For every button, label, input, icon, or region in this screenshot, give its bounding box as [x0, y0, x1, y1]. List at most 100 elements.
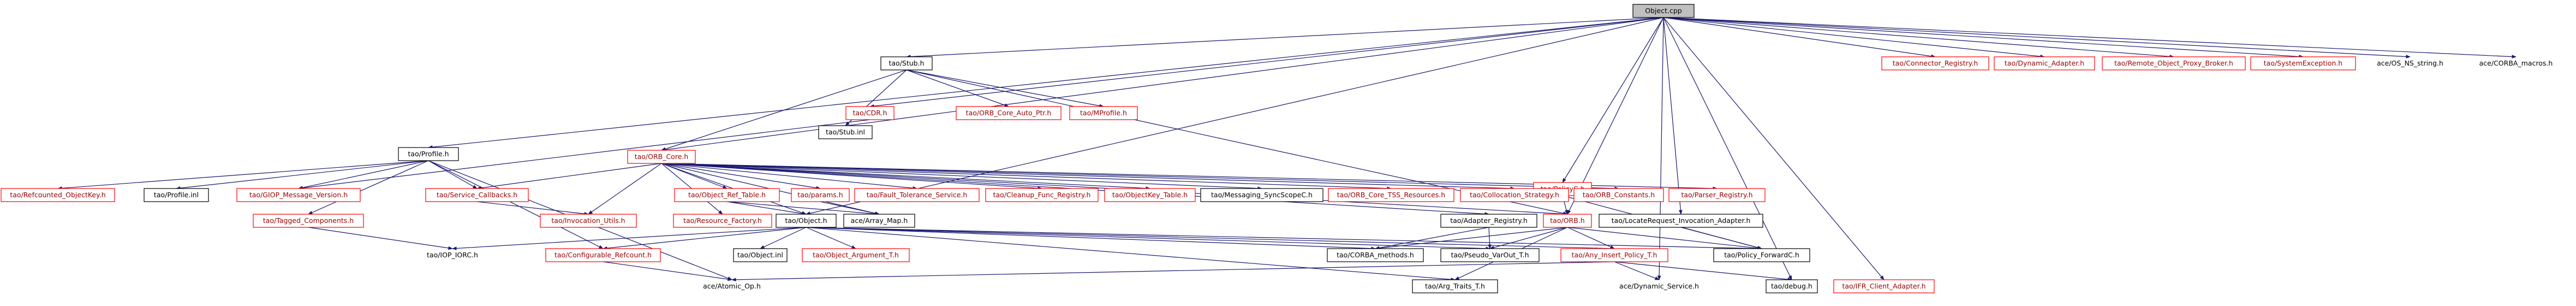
edge — [1562, 17, 1664, 183]
node-collocation-strategy-h[interactable]: tao/Collocation_Strategy.h — [1460, 188, 1569, 202]
node-atomic-op-h[interactable]: ace/Atomic_Op.h — [696, 280, 767, 293]
node-object-argument-t-h[interactable]: tao/Object_Argument_T.h — [802, 248, 910, 262]
node-object-cpp[interactable]: Object.cpp — [1632, 4, 1695, 18]
node-resource-factory-h[interactable]: tao/Resource_Factory.h — [673, 214, 772, 228]
edge-object_cpp-to-object_h — [806, 17, 1664, 215]
node-object-inl[interactable]: tao/Object.inl — [733, 248, 788, 262]
edge — [298, 160, 429, 190]
node-stub-inl[interactable]: tao/Stub.inl — [818, 125, 873, 139]
edge-object_cpp-to-stub_h — [906, 17, 1664, 58]
edge — [1614, 261, 1660, 280]
edge-object_h-to-policy_forward_h — [806, 227, 1762, 251]
edge — [806, 227, 1615, 251]
edge-stub_h-to-orb_h — [906, 69, 1568, 215]
node-refcounted-objectkey-h[interactable]: tao/Refcounted_ObjectKey.h — [1, 188, 115, 202]
edge — [806, 17, 1664, 215]
edge-object_cpp-to-connector_registry_h — [1663, 17, 1936, 58]
node-cdr-h[interactable]: tao/CDR.h — [845, 106, 895, 120]
edge-orb_core_h-to-object_ref_table_h — [661, 163, 728, 189]
node-connector-registry-h[interactable]: tao/Connector_Registry.h — [1881, 56, 1989, 70]
node-ifr-client-adapter-h[interactable]: tao/IFR_Client_Adapter.h — [1833, 279, 1935, 293]
node-any-insert-policy-t-h[interactable]: tao/Any_Insert_Policy_T.h — [1560, 248, 1668, 262]
node-stub-h[interactable]: tao/Stub.h — [880, 56, 933, 70]
node-orb-core-auto-ptr-h[interactable]: tao/ORB_Core_Auto_Ptr.h — [956, 106, 1062, 120]
node-pseudo-varout-t-h[interactable]: tao/Pseudo_VarOut_T.h — [1440, 248, 1540, 262]
edge — [906, 17, 1664, 58]
node-orb-h[interactable]: tao/ORB.h — [1543, 214, 1592, 228]
edge — [661, 163, 1515, 191]
node-ace-corba-macros-h[interactable]: ace/CORBA_macros.h — [2462, 57, 2569, 70]
edge-stub_h-to-mprofile_h — [906, 69, 1104, 108]
node-giop-message-version-h[interactable]: tao/GIOP_Message_Version.h — [236, 188, 361, 202]
node-objectkey-table-h[interactable]: tao/ObjectKey_Table.h — [1104, 188, 1196, 202]
node-label: tao/Object_Argument_T.h — [813, 251, 899, 259]
edge-orb_core_h-to-invocation_utils_h — [588, 163, 662, 215]
node-object-ref-table-h[interactable]: tao/Object_Ref_Table.h — [674, 188, 780, 202]
edge-object_cpp-to-debug_h — [1663, 17, 1792, 280]
node-corba-methods-h[interactable]: tao/CORBA_methods.h — [1327, 248, 1424, 262]
node-label: ace/Atomic_Op.h — [703, 282, 761, 290]
node-array-map-h[interactable]: ace/Array_Map.h — [843, 214, 915, 228]
edge — [1375, 227, 1489, 250]
node-messaging-syncscopec-h[interactable]: tao/Messaging_SyncScopeC.h — [1200, 188, 1323, 202]
node-ace-dynamic-service-h[interactable]: ace/Dynamic_Service.h — [1610, 280, 1708, 293]
node-label: tao/Connector_Registry.h — [1893, 59, 1978, 67]
node-label: tao/Object.inl — [737, 251, 783, 259]
edge — [1663, 17, 1885, 280]
edge-object_cpp-to-ifr_client_adapter_h — [1663, 17, 1885, 280]
node-profile-inl[interactable]: tao/Profile.inl — [144, 188, 209, 202]
node-ace-os-ns-string-h[interactable]: ace/OS_NS_string.h — [2363, 57, 2457, 70]
edge — [806, 227, 1762, 251]
edge-object_cpp-to-ace_corba_macros_h — [1663, 17, 2517, 59]
node-locaterequest-invocation-adapter-h[interactable]: tao/LocateRequest_Invocation_Adapter.h — [1599, 214, 1763, 228]
node-profile-h[interactable]: tao/Profile.h — [398, 147, 459, 161]
node-object-h[interactable]: tao/Object.h — [776, 214, 837, 228]
edge — [806, 227, 1376, 251]
edge-configurable_refcount_h-to-atomic_op_h — [603, 261, 732, 281]
node-configurable-refcount-h[interactable]: tao/Configurable_Refcount.h — [545, 248, 661, 262]
node-dynamic-adapter-h[interactable]: tao/Dynamic_Adapter.h — [1994, 56, 2095, 70]
node-parser-registry-h[interactable]: tao/Parser_Registry.h — [1668, 188, 1766, 202]
edge — [603, 227, 807, 250]
node-orb-constants-h[interactable]: tao/ORB_Constants.h — [1573, 188, 1664, 202]
node-arg-traits-t-h[interactable]: tao/Arg_Traits_T.h — [1412, 279, 1498, 293]
node-iop-iorc-h[interactable]: tao/IOP_IORC.h — [422, 249, 482, 262]
node-tagged-components-h[interactable]: tao/Tagged_Components.h — [253, 214, 364, 228]
node-label: tao/ORB_Core_TSS_Resources.h — [1337, 191, 1445, 199]
edge — [1567, 17, 1664, 215]
node-label: tao/Invocation_Utils.h — [551, 216, 625, 225]
node-cleanup-func-registry-h[interactable]: tao/Cleanup_Func_Registry.h — [985, 188, 1099, 202]
node-label: tao/ORB.h — [1550, 216, 1584, 225]
node-orb-core-h[interactable]: tao/ORB_Core.h — [627, 150, 696, 164]
edge — [661, 163, 821, 190]
edge — [661, 163, 728, 189]
node-label: tao/Dynamic_Adapter.h — [2005, 59, 2084, 67]
node-adapter-registry-h[interactable]: tao/Adapter_Registry.h — [1440, 214, 1537, 228]
edge-object_h-to-pseudo_varout_t_h — [806, 227, 1490, 251]
node-policy-forward-h[interactable]: tao/Policy_ForwardC.h — [1713, 248, 1810, 262]
node-label: tao/ORB_Core.h — [635, 152, 689, 161]
node-label: tao/Parser_Registry.h — [1681, 191, 1752, 199]
edge-object_ref_table_h-to-array_map_h — [726, 201, 880, 216]
node-service-callbacks-h[interactable]: tao/Service_Callbacks.h — [425, 188, 529, 202]
node-orb-core-tss-resources-h[interactable]: tao/ORB_Core_TSS_Resources.h — [1328, 188, 1454, 202]
node-label: tao/ORB_Core_Auto_Ptr.h — [966, 109, 1052, 117]
edge — [661, 163, 917, 190]
edge — [452, 227, 807, 250]
edge-locaterequest_invocation_adapter_h-to-policy_forward_h — [1680, 227, 1762, 250]
node-remote-object-proxy-broker-h[interactable]: tao/Remote_Object_Proxy_Broker.h — [2102, 56, 2246, 70]
node-label: tao/Cleanup_Func_Registry.h — [993, 191, 1091, 199]
node-mprofile-h[interactable]: tao/MProfile.h — [1069, 106, 1138, 120]
edge-profile_h-to-profile_inl — [176, 160, 429, 190]
node-debug-h[interactable]: tao/debug.h — [1766, 279, 1818, 293]
edge-any_insert_policy_t_h-to-dynamic_service_h — [1614, 261, 1660, 280]
node-label: tao/Profile.inl — [154, 191, 199, 199]
node-invocation-utils-h[interactable]: tao/Invocation_Utils.h — [540, 214, 637, 228]
node-systemexception-h[interactable]: tao/SystemException.h — [2250, 56, 2356, 70]
edge — [1663, 17, 2517, 59]
node-params-h[interactable]: tao/params.h — [791, 188, 850, 202]
edge-orb_core_h-to-collocation_strategy_h — [661, 163, 1515, 191]
edge-orb_h-to-any_insert_policy_t_h — [1567, 227, 1615, 249]
node-fault-tolerance-service-h[interactable]: tao/Fault_Tolerance_Service.h — [854, 188, 980, 202]
edge-service_callbacks_h-to-invocation_utils_h — [476, 201, 589, 216]
